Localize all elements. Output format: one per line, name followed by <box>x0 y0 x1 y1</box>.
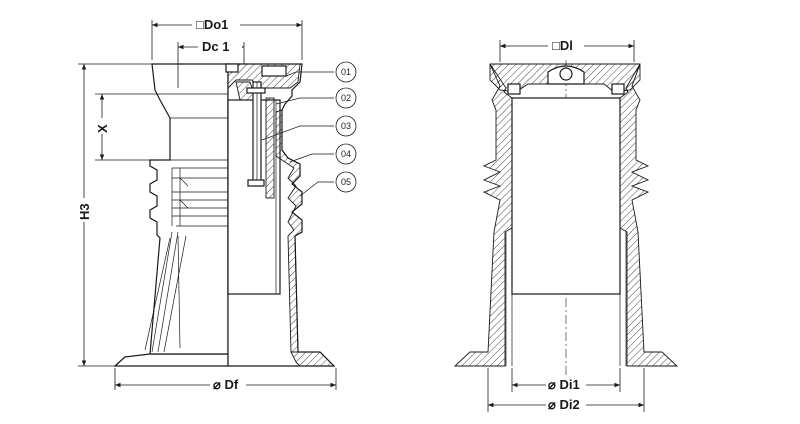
left-flange-section <box>290 351 336 367</box>
left-rib-lines <box>172 167 228 227</box>
dim-label-df: ⌀ Df <box>213 377 239 392</box>
svg-text:01: 01 <box>341 67 351 77</box>
left-exterior-body <box>149 63 229 355</box>
svg-text:05: 05 <box>341 177 351 187</box>
right-inner-tube <box>511 97 621 295</box>
dim-label-di2: ⌀ Di2 <box>548 397 580 412</box>
svg-text:02: 02 <box>341 93 351 103</box>
right-right-wall <box>619 63 679 367</box>
dim-label-x: X <box>95 124 110 133</box>
svg-text:04: 04 <box>341 149 351 159</box>
callout-04: 04 <box>289 143 357 165</box>
callout-01: 01 <box>285 61 357 83</box>
dim-label-h3: H3 <box>77 203 92 220</box>
left-view: □Do1 Dc 1 X H3 ⌀ Df 01 <box>77 17 357 392</box>
left-base-flange <box>113 353 229 367</box>
callout-05: 05 <box>299 171 357 197</box>
dim-label-di1: ⌀ Di1 <box>548 377 580 392</box>
svg-text:03: 03 <box>341 121 351 131</box>
right-view: □Dl ⌀ Di1 ⌀ Di2 <box>453 38 679 412</box>
dim-label-dl: □Dl <box>552 38 573 53</box>
callout-03: 03 <box>261 115 357 141</box>
dim-label-do1: □Do1 <box>196 17 228 32</box>
right-left-wall <box>453 63 513 367</box>
callout-02: 02 <box>275 87 357 109</box>
dim-label-dc1: Dc 1 <box>202 39 229 54</box>
